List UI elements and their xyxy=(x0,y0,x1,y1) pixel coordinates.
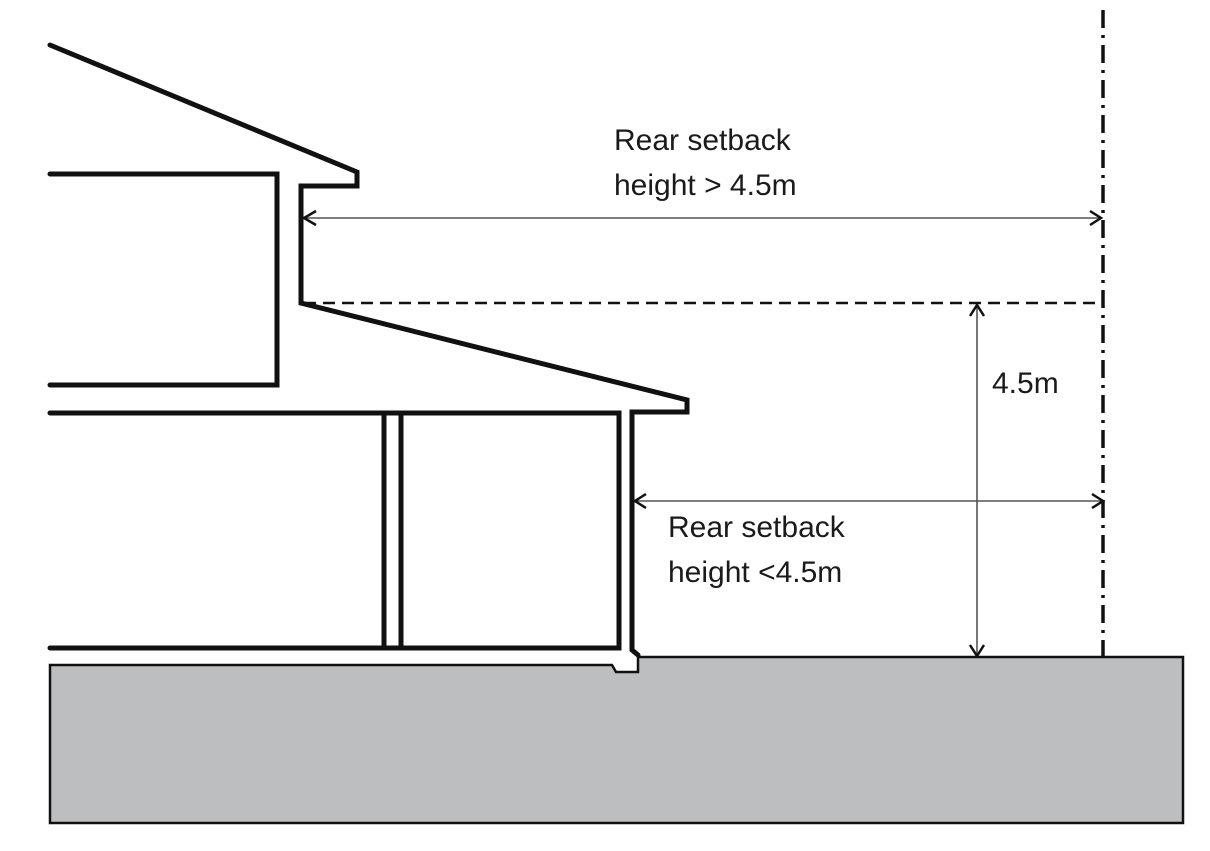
ground-floor-ceiling xyxy=(47,410,622,651)
upper-label-line1: Rear setback xyxy=(614,124,792,157)
upper-floor xyxy=(47,171,280,388)
height-label: 4.5m xyxy=(992,367,1059,400)
upper-roof-outline xyxy=(47,42,690,658)
ground xyxy=(48,655,1185,825)
lower-label-line1: Rear setback xyxy=(668,511,846,544)
height-dimension xyxy=(968,302,986,659)
upper-label-line2: height > 4.5m xyxy=(614,169,797,202)
lower-setback-dimension xyxy=(632,492,1106,510)
lower-label-line2: height <4.5m xyxy=(668,556,842,589)
upper-setback-dimension xyxy=(301,209,1104,227)
